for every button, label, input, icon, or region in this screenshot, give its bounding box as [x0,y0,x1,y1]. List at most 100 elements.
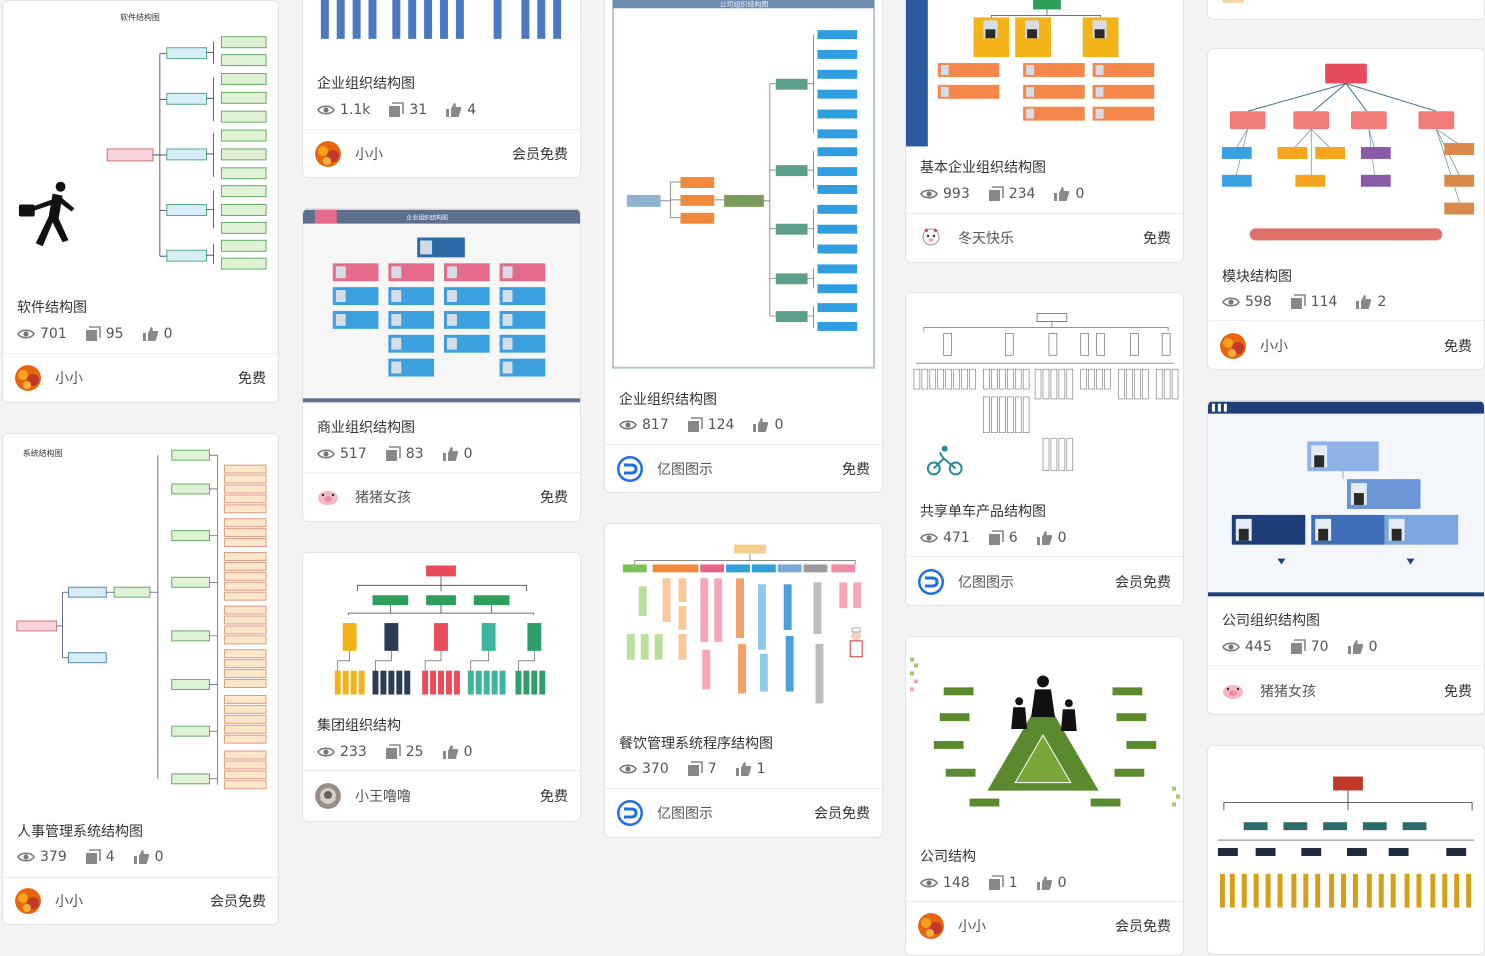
price-label: 免费 [1444,339,1472,355]
author-name[interactable]: 亿图图示 [657,806,713,822]
eye-icon [1222,297,1240,307]
template-card[interactable]: 公司结构 148 1 0 小小 会员免费 [905,636,1184,956]
author-row[interactable]: 猪猪女孩 免费 [315,482,568,512]
template-card[interactable]: 系统结构图 人事管理系统结构 [2,433,279,925]
author-name[interactable]: 猪猪女孩 [1260,684,1316,700]
avatar[interactable] [1220,333,1246,359]
like-count: 0 [774,417,784,433]
template-thumbnail[interactable] [1208,49,1484,249]
template-card[interactable]: 公司组织结构图 445 70 0 猪猪女孩 免费 [1207,400,1485,715]
like-count: 1 [756,761,766,777]
template-thumbnail[interactable] [303,0,580,47]
avatar[interactable] [315,484,341,510]
template-title[interactable]: 软件结构图 [17,300,87,316]
template-card[interactable]: 企业组织结构图 商业组织结构图 517 83 0 [302,208,581,522]
avatar[interactable] [617,800,643,826]
price-label: 会员免费 [210,894,266,910]
author-name[interactable]: 小小 [55,894,83,910]
author-name[interactable]: 小小 [355,147,383,163]
author-row[interactable]: 小小 会员免费 [315,139,568,169]
author-row[interactable]: 小小 会员免费 [918,911,1171,941]
author-row[interactable]: 小小 会员免费 [15,886,266,916]
avatar[interactable] [918,569,944,595]
template-thumbnail[interactable]: 软件结构图 [3,1,278,286]
template-title[interactable]: 企业组织结构图 [317,76,415,92]
template-stats: 370 7 1 [619,759,784,779]
template-title[interactable]: 模块结构图 [1222,269,1292,285]
author-row[interactable]: 亿图图示 免费 [617,454,870,484]
eye-icon [317,449,335,459]
author-row[interactable]: 小王噜噜 免费 [315,781,568,811]
template-title[interactable]: 餐饮管理系统程序结构图 [619,736,773,752]
author-row[interactable]: 亿图图示 会员免费 [918,567,1171,597]
template-thumbnail[interactable]: 系统结构图 [3,434,278,806]
template-card[interactable]: 餐饮管理系统程序结构图 370 7 1 亿图图示 会员免费 [604,523,883,838]
template-card-partial[interactable] [1207,0,1485,20]
template-thumbnail[interactable]: 企业组织结构图 [303,209,580,405]
author-name[interactable]: 猪猪女孩 [355,490,411,506]
template-title[interactable]: 共享单车产品结构图 [920,504,1046,520]
avatar[interactable] [918,913,944,939]
template-card[interactable]: 企业组织结构图 1.1k 31 4 小小 会员免费 [302,0,581,178]
avatar[interactable] [918,225,944,251]
author-name[interactable]: 亿图图示 [657,462,713,478]
template-thumbnail[interactable] [303,553,580,706]
like-count: 0 [463,744,473,760]
card-divider [605,788,882,789]
author-name[interactable]: 小小 [958,919,986,935]
author-row[interactable]: 亿图图示 会员免费 [617,798,870,828]
template-title[interactable]: 公司结构 [920,849,976,865]
copy-icon [85,326,101,341]
template-title[interactable]: 人事管理系统结构图 [17,824,143,840]
avatar[interactable] [1220,678,1246,704]
template-stats: 445 70 0 [1222,637,1395,657]
author-name[interactable]: 小小 [55,371,83,387]
author-name[interactable]: 小小 [1260,339,1288,355]
author-row[interactable]: 冬天快乐 免费 [918,223,1171,253]
author-row[interactable]: 小小 免费 [1220,331,1472,361]
author-row[interactable]: 猪猪女孩 免费 [1220,676,1472,706]
avatar[interactable] [315,141,341,167]
template-title[interactable]: 商业组织结构图 [317,420,415,436]
template-title[interactable]: 基本企业组织结构图 [920,160,1046,176]
template-card-partial[interactable] [1207,745,1485,955]
card-divider [3,877,278,878]
avatar[interactable] [617,456,643,482]
template-card[interactable]: 软件结构图 软件结构图 [2,0,279,403]
thumbs-up-icon [446,103,462,117]
author-name[interactable]: 小王噜噜 [355,789,411,805]
template-thumbnail[interactable] [906,293,1183,493]
avatar[interactable] [15,888,41,914]
author-name[interactable]: 亿图图示 [958,575,1014,591]
template-stats: 233 25 0 [317,742,490,762]
template-thumbnail[interactable]: 公司组织结构图 [605,0,882,381]
card-divider [906,901,1183,902]
template-card[interactable]: 集团组织结构 233 25 0 小王噜噜 免费 [302,552,581,822]
template-title[interactable]: 公司组织结构图 [1222,613,1320,629]
template-thumbnail[interactable] [906,0,1183,147]
avatar[interactable] [15,365,41,391]
template-title[interactable]: 集团组织结构 [317,718,401,734]
price-label: 免费 [1444,684,1472,700]
view-count: 233 [340,744,367,760]
template-thumbnail[interactable] [1208,746,1484,954]
template-card[interactable]: 公司组织结构图 企业组织结构图 817 124 0 亿图图示 免费 [604,0,883,493]
template-thumbnail[interactable] [605,524,882,724]
thumbs-up-icon [1036,531,1052,545]
avatar[interactable] [315,783,341,809]
view-count: 993 [943,186,970,202]
template-thumbnail[interactable] [906,637,1183,837]
like-count: 0 [1368,639,1378,655]
template-card[interactable]: 模块结构图 598 114 2 小小 免费 [1207,48,1485,370]
author-row[interactable]: 小小 免费 [15,363,266,393]
template-card[interactable]: 共享单车产品结构图 471 6 0 亿图图示 会员免费 [905,292,1184,606]
avatar[interactable] [1222,0,1244,3]
template-card[interactable]: 基本企业组织结构图 993 234 0 冬天快乐 免费 [905,0,1184,263]
copy-count: 6 [1008,530,1018,546]
author-name[interactable]: 冬天快乐 [958,231,1014,247]
thumb-title: 公司组织结构图 [720,0,769,8]
template-title[interactable]: 企业组织结构图 [619,392,717,408]
thumbs-up-icon [1054,187,1070,201]
copy-icon [687,761,703,776]
template-thumbnail[interactable] [1208,401,1484,599]
